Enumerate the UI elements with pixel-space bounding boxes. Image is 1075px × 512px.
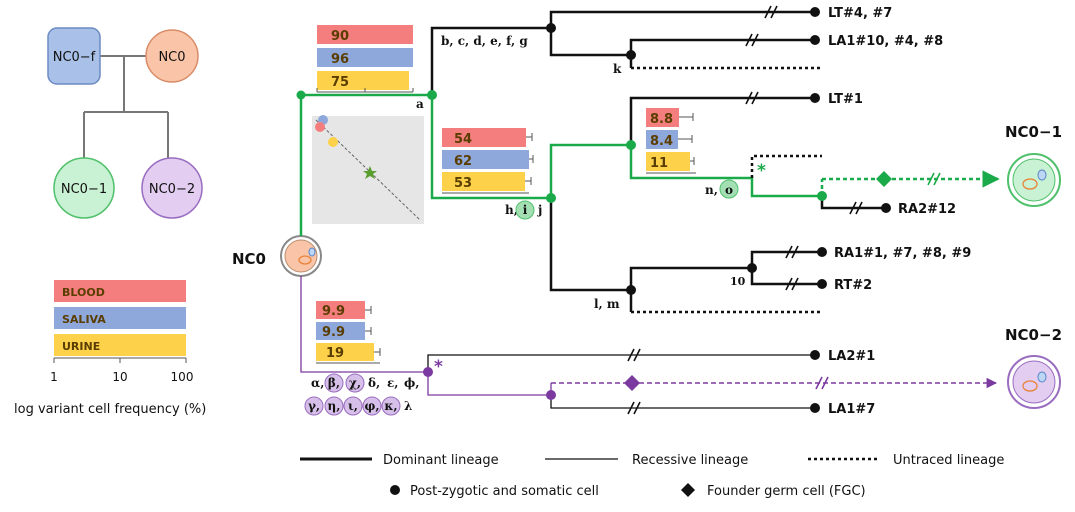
tick-1: 1 <box>50 370 58 384</box>
bar-n-saliva: 8.4 <box>650 134 673 149</box>
label-a: a <box>416 97 424 111</box>
leaf-ra1: RA1#1, #7, #8, #9 <box>834 246 971 261</box>
black-lineage <box>430 10 886 312</box>
mother-label: NC0 <box>158 50 185 65</box>
greek-kappa: κ, <box>384 399 397 413</box>
offspring-nc02: NC0−2 <box>1005 326 1062 409</box>
purple-star: * <box>434 357 443 377</box>
greek-alpha: α, <box>311 376 324 390</box>
offspring-nc02-label: NC0−2 <box>1005 326 1062 344</box>
label-j: j <box>537 203 542 217</box>
father-square <box>47 27 101 85</box>
greek-phi: ϕ, <box>404 376 419 390</box>
legend-fgc: Founder germ cell (FGC) <box>707 484 866 499</box>
label-o: o <box>725 183 733 197</box>
bar-p-urine: 19 <box>326 346 344 361</box>
root-label: NC0 <box>232 250 266 268</box>
bars-h: 54 62 53 <box>442 128 534 194</box>
bars-n: 8.8 8.4 11 <box>646 108 696 174</box>
greek-eta: η, <box>328 399 341 413</box>
frequency-legend: BLOOD SALIVA URINE 1 10 100 log variant … <box>14 280 206 417</box>
green-star: * <box>757 161 766 181</box>
greek-epsilon: ε, <box>387 376 398 390</box>
legend-somatic: Post-zygotic and somatic cell <box>410 484 599 499</box>
offspring-nc01-label: NC0−1 <box>1005 123 1062 141</box>
greek-beta: β, <box>328 376 340 390</box>
legend-untraced: Untraced lineage <box>893 453 1004 468</box>
child2-label: NC0−2 <box>149 182 195 197</box>
child1-circle <box>53 157 115 219</box>
bars-a: 90 96 75 <box>316 25 414 93</box>
tick-10: 10 <box>112 370 127 384</box>
leaf-la2: LA2#1 <box>828 349 875 364</box>
label-lm: l, m <box>594 297 620 311</box>
bars-purple: 9.9 9.9 19 <box>316 301 381 364</box>
child1-label: NC0−1 <box>61 182 107 197</box>
greek-labels: α, β, χ, δ, ε, ϕ, γ, η, ι, φ, κ, λ <box>304 373 419 416</box>
leaf-ra2: RA2#12 <box>898 202 956 217</box>
bar-n-urine: 11 <box>650 156 668 171</box>
legend-saliva: SALIVA <box>62 313 106 326</box>
leaf-la1-10: LA1#10, #4, #8 <box>828 34 943 49</box>
leaf-lt4: LT#4, #7 <box>828 6 892 21</box>
tick-100: 100 <box>171 370 194 384</box>
greek-chi: χ, <box>349 376 361 390</box>
child2-circle <box>141 157 203 219</box>
inset-plot <box>312 115 424 224</box>
bar-a-urine: 75 <box>331 75 349 90</box>
greek-varphi: φ, <box>364 399 379 413</box>
break-marks <box>627 5 863 415</box>
untraced-lines <box>631 66 822 314</box>
bottom-legend: Dominant lineage Recessive lineage Untra… <box>300 453 1004 499</box>
father-label: NC0−f <box>53 50 96 65</box>
bar-a-blood: 90 <box>331 29 349 44</box>
label-n: n, <box>705 183 718 197</box>
greek-delta: δ, <box>368 376 380 390</box>
bar-n-blood: 8.8 <box>650 112 673 127</box>
nodes <box>296 7 892 413</box>
label-h: h, <box>505 203 518 217</box>
bar-h-urine: 53 <box>454 176 472 191</box>
legend-recessive: Recessive lineage <box>632 453 748 468</box>
greek-gamma: γ, <box>308 399 320 413</box>
greek-iota: ι, <box>348 399 358 413</box>
greek-lambda: λ <box>404 399 412 413</box>
label-b-g: b, c, d, e, f, g <box>441 34 528 48</box>
bar-p-blood: 9.9 <box>322 304 345 319</box>
label-k: k <box>613 62 622 76</box>
label-i: i <box>523 203 528 217</box>
offspring-nc01: NC0−1 <box>1005 123 1062 207</box>
legend-urine: URINE <box>62 340 100 353</box>
bar-p-saliva: 9.9 <box>322 325 345 340</box>
purple-fgc-diamond <box>624 375 640 391</box>
legend-blood: BLOOD <box>62 286 105 299</box>
axis-label: log variant cell frequency (%) <box>14 402 206 417</box>
bar-h-blood: 54 <box>454 132 472 147</box>
mother-circle <box>145 29 199 83</box>
label-10: 10 <box>730 275 746 288</box>
leaf-lt1: LT#1 <box>828 92 863 107</box>
legend-dominant: Dominant lineage <box>383 453 499 468</box>
pedigree: NC0−f NC0 NC0−1 NC0−2 <box>47 27 203 219</box>
bar-h-saliva: 62 <box>454 154 472 169</box>
bar-a-saliva: 96 <box>331 52 349 67</box>
green-fgc-diamond <box>876 171 892 187</box>
leaf-la1-7: LA1#7 <box>828 402 875 417</box>
root-cell: NC0 <box>232 235 322 277</box>
leaf-rt2: RT#2 <box>834 278 872 293</box>
